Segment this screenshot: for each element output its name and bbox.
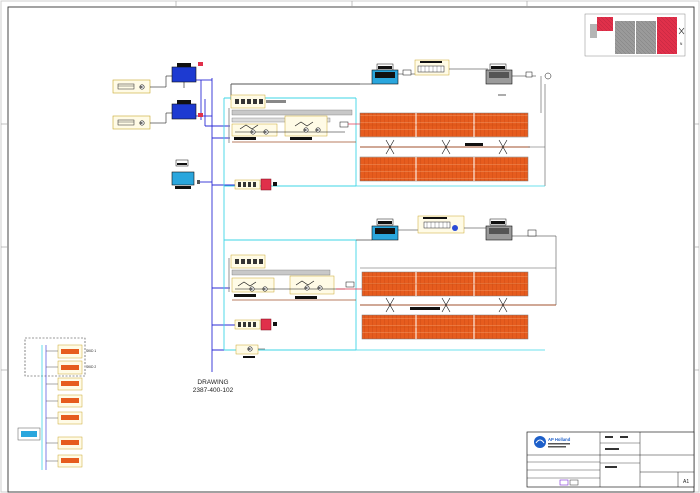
dosing-skid-1: [234, 178, 277, 191]
title-block: AP Holland A1: [526, 431, 695, 488]
inset-tag-1: SKID 1: [86, 349, 96, 353]
inset-detail: SKID 1 SKID 2: [17, 337, 96, 470]
company-name: AP Holland: [548, 437, 571, 442]
manifold-section-2: [230, 254, 362, 301]
feed-unit-1: [112, 62, 203, 94]
drawing-ref-number: 2387-400-102: [193, 387, 234, 394]
manifold-section-1: [230, 94, 360, 143]
greenhouse-block-2: [356, 267, 556, 351]
svg-text:N: N: [680, 42, 683, 46]
greenhouse-block-1: [356, 84, 546, 187]
company-logo-icon: [534, 436, 546, 448]
drawing-reference: DRAWING 2387-400-102: [193, 379, 234, 394]
dosing-skid-2: [234, 318, 277, 331]
process-tanks-lower: [356, 215, 557, 305]
inset-tag-2: SKID 2: [86, 365, 96, 369]
drawing-ref-label: DRAWING: [197, 379, 228, 386]
key-plan: N: [584, 13, 686, 57]
dosing-tank: [171, 159, 200, 189]
dosing-skid-3: [235, 344, 265, 358]
feed-unit-2: [112, 100, 203, 130]
process-tanks-upper: [356, 59, 552, 113]
sheet-size: A1: [683, 479, 689, 485]
